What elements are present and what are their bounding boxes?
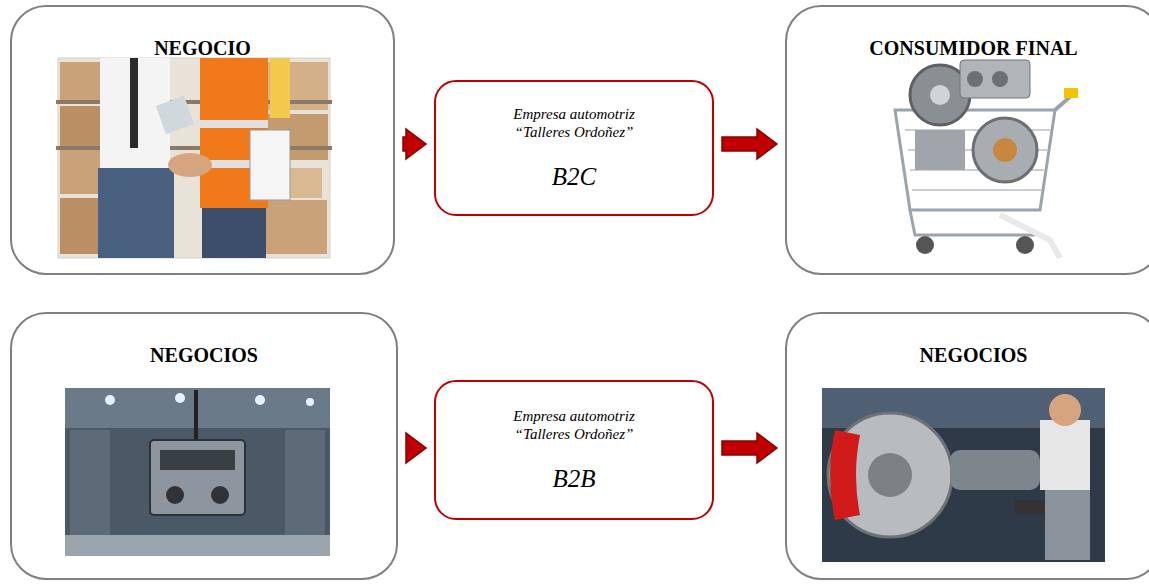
engine-factory-photo [65,388,330,556]
panel-title: CONSUMIDOR FINAL [787,37,1149,60]
company-box: Empresa automotriz “Talleres Ordoñez” B2C [434,80,714,216]
image-panel: NEGOCIOS [10,312,398,580]
panel-title: NEGOCIOS [787,344,1149,367]
flow-arrow [722,129,777,159]
flow-arrow [406,433,426,463]
flow-arrow [722,433,777,463]
panel-title: NEGOCIOS [12,344,396,367]
image-panel: NEGOCIO [10,5,395,275]
image-panel: CONSUMIDOR FINAL [785,5,1149,275]
panel-title: NEGOCIO [12,37,393,60]
mechanic-brake-photo [822,388,1105,562]
model-code: B2B [552,465,595,493]
image-panel: NEGOCIOS [785,312,1149,580]
company-name: Empresa automotriz “Talleres Ordoñez” [494,407,654,443]
cart-photo [895,60,1078,258]
flow-arrow [403,129,426,159]
company-box: Empresa automotriz “Talleres Ordoñez” B2B [434,380,714,520]
model-code: B2C [552,163,596,191]
company-name: Empresa automotriz “Talleres Ordoñez” [494,105,654,141]
handshake-photo [56,58,332,258]
